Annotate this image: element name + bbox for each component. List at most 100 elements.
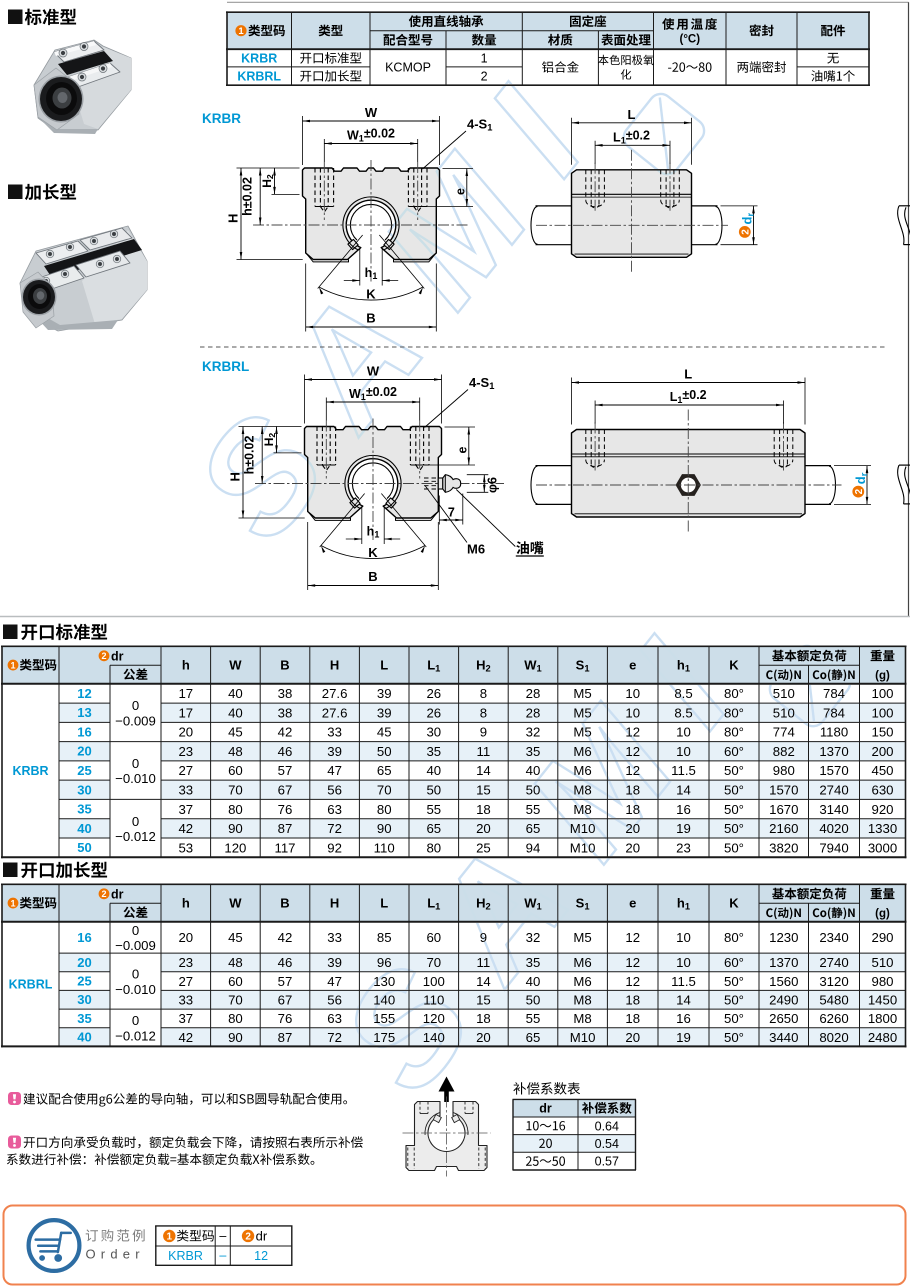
svg-text:10: 10 — [676, 955, 691, 970]
svg-text:80: 80 — [228, 1011, 243, 1026]
svg-text:47: 47 — [327, 763, 342, 778]
svg-text:882: 882 — [773, 744, 795, 759]
svg-text:27: 27 — [178, 763, 193, 778]
svg-text:14: 14 — [476, 763, 491, 778]
svg-text:18: 18 — [476, 802, 491, 817]
svg-text:30: 30 — [77, 992, 91, 1007]
svg-text:2: 2 — [481, 70, 488, 84]
svg-text:M10: M10 — [570, 1030, 596, 1045]
svg-text:630: 630 — [871, 783, 893, 798]
svg-text:L: L — [380, 896, 388, 911]
svg-text:5480: 5480 — [819, 992, 848, 1007]
svg-text:27.6: 27.6 — [322, 705, 348, 720]
svg-text:2160: 2160 — [769, 821, 798, 836]
svg-text:55: 55 — [426, 802, 441, 817]
svg-text:M10: M10 — [570, 840, 596, 855]
svg-text:60: 60 — [228, 974, 243, 989]
svg-text:40: 40 — [228, 686, 243, 701]
svg-text:W: W — [229, 658, 242, 673]
svg-text:46: 46 — [278, 744, 293, 759]
svg-text:10: 10 — [625, 705, 640, 720]
svg-text:510: 510 — [871, 955, 893, 970]
svg-text:110: 110 — [423, 992, 444, 1007]
svg-text:1670: 1670 — [769, 802, 798, 817]
svg-text:−0.010: −0.010 — [115, 771, 156, 786]
svg-text:−0.009: −0.009 — [115, 938, 156, 953]
svg-text:100: 100 — [423, 974, 445, 989]
svg-text:784: 784 — [823, 705, 845, 720]
svg-text:10: 10 — [676, 930, 691, 945]
svg-text:18: 18 — [625, 992, 640, 1007]
svg-text:(°C): (°C) — [680, 34, 701, 46]
svg-text:1230: 1230 — [769, 930, 798, 945]
svg-text:37: 37 — [178, 1011, 193, 1026]
svg-text:80°: 80° — [724, 930, 744, 945]
svg-text:M5: M5 — [573, 705, 591, 720]
svg-text:50°: 50° — [724, 974, 744, 989]
svg-text:45: 45 — [228, 725, 243, 740]
svg-text:23: 23 — [178, 744, 193, 759]
svg-text:140: 140 — [373, 992, 395, 1007]
svg-text:1: 1 — [481, 52, 488, 66]
svg-text:KRBR: KRBR — [168, 1249, 203, 1263]
svg-text:−0.012: −0.012 — [115, 1028, 156, 1043]
svg-text:28: 28 — [526, 686, 541, 701]
svg-text:14: 14 — [476, 974, 491, 989]
svg-text:18: 18 — [625, 802, 640, 817]
svg-text:55: 55 — [526, 802, 541, 817]
svg-text:12: 12 — [625, 744, 640, 759]
svg-text:155: 155 — [373, 1011, 395, 1026]
svg-text:39: 39 — [377, 686, 392, 701]
svg-text:KRBR: KRBR — [12, 764, 48, 778]
svg-text:57: 57 — [278, 763, 293, 778]
svg-text:33: 33 — [327, 725, 342, 740]
svg-text:37: 37 — [178, 802, 193, 817]
svg-text:20: 20 — [178, 725, 193, 740]
svg-text:63: 63 — [327, 802, 342, 817]
svg-text:63: 63 — [327, 1011, 342, 1026]
svg-text:11: 11 — [477, 955, 491, 970]
svg-text:40: 40 — [228, 705, 243, 720]
svg-text:−0.012: −0.012 — [115, 829, 156, 844]
svg-text:50: 50 — [377, 744, 392, 759]
svg-text:12: 12 — [625, 725, 640, 740]
svg-text:100: 100 — [871, 705, 893, 720]
svg-text:290: 290 — [871, 930, 893, 945]
svg-text:M6: M6 — [467, 542, 485, 557]
svg-text:L: L — [684, 367, 692, 382]
svg-text:7940: 7940 — [819, 840, 848, 855]
svg-text:70: 70 — [228, 992, 243, 1007]
svg-text:70: 70 — [228, 783, 243, 798]
svg-text:12: 12 — [254, 1249, 268, 1263]
svg-text:–: – — [219, 1229, 226, 1243]
svg-text:(g): (g) — [875, 670, 890, 682]
svg-text:56: 56 — [327, 992, 342, 1007]
svg-text:KCMOP: KCMOP — [385, 61, 431, 75]
svg-text:130: 130 — [373, 974, 395, 989]
svg-text:35: 35 — [426, 744, 441, 759]
svg-text:φ6: φ6 — [485, 477, 499, 493]
svg-text:16: 16 — [77, 725, 91, 740]
svg-text:10: 10 — [676, 725, 691, 740]
svg-text:8.5: 8.5 — [674, 705, 692, 720]
svg-text:27.6: 27.6 — [322, 686, 348, 701]
svg-text:26: 26 — [426, 686, 441, 701]
svg-text:L: L — [628, 107, 636, 122]
svg-text:48: 48 — [228, 744, 243, 759]
svg-text:60°: 60° — [724, 744, 744, 759]
svg-text:23: 23 — [676, 840, 691, 855]
svg-text:20: 20 — [625, 840, 640, 855]
svg-text:12: 12 — [625, 955, 640, 970]
svg-text:2: 2 — [740, 229, 751, 235]
svg-text:42: 42 — [178, 1030, 193, 1045]
svg-text:40: 40 — [526, 763, 541, 778]
svg-text:e: e — [629, 896, 636, 911]
svg-text:6260: 6260 — [819, 1011, 848, 1026]
svg-text:M5: M5 — [573, 686, 591, 701]
svg-text:18: 18 — [476, 1011, 491, 1026]
svg-text:65: 65 — [526, 1030, 541, 1045]
svg-text:47: 47 — [327, 974, 342, 989]
svg-text:1330: 1330 — [868, 821, 897, 836]
svg-text:510: 510 — [773, 686, 795, 701]
svg-text:13: 13 — [77, 705, 91, 720]
